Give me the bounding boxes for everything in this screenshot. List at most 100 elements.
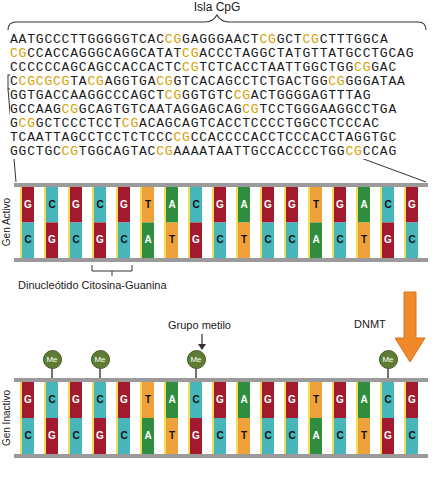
base-bar [262, 418, 274, 454]
bond-edge [356, 382, 358, 454]
base-bar [238, 418, 250, 454]
base-bar [118, 418, 130, 454]
bond-edge [92, 382, 94, 454]
cg-highlight: CG [165, 88, 182, 103]
cg-highlight: CG [19, 116, 36, 131]
base-letter: A [144, 430, 151, 442]
base-letter: C [72, 430, 79, 442]
backbone-rail [14, 454, 428, 458]
sequence-run: AAAATAATTGCCACCCCTGG [173, 144, 345, 159]
sequence-run: GCT [277, 32, 303, 47]
base-letter: C [216, 430, 223, 442]
base-bar [262, 223, 274, 259]
sequence-line: TCAATTAGCCTCCTCTCCCCGCCACCCCACCTCCCACCTA… [10, 131, 397, 145]
base-letter: G [336, 394, 344, 406]
base-bar [310, 223, 322, 259]
methyl-bond [51, 368, 53, 378]
base-letter: G [120, 199, 128, 211]
base-letter: G [48, 234, 56, 246]
base-bar [190, 223, 202, 259]
base-bar [214, 187, 226, 223]
base-letter: G [24, 394, 32, 406]
base-bar [46, 187, 58, 223]
base-letter: G [96, 234, 104, 246]
base-bar [358, 382, 370, 418]
bond-edge [308, 382, 310, 454]
bond-edge [116, 382, 118, 454]
cg-highlight: CG [259, 32, 276, 47]
zoom-box [8, 75, 174, 89]
base-bar [22, 187, 34, 223]
base-bar [70, 382, 82, 418]
base-letter: A [312, 430, 319, 442]
base-letter: G [288, 199, 296, 211]
base-letter: C [48, 394, 55, 406]
base-bar [46, 382, 58, 418]
methyl-text: Me [94, 355, 105, 364]
bond-edge [140, 187, 142, 258]
base-letter: C [336, 234, 343, 246]
backbone-rail [14, 258, 428, 262]
sequence-line: GCCAAGCGGCAGTGTCAATAGGAGCAGCGTCCTGGGAAGG… [10, 103, 397, 117]
sequence-line: CCGCGCGTACGAGGTGACGGTCACAGCCTCTGACTGGCGG… [10, 75, 406, 89]
base-bar [238, 382, 250, 418]
sequence-run: GGCTGC [10, 144, 62, 159]
cpg-bracket [8, 15, 426, 30]
base-bar [190, 418, 202, 454]
base-letter: G [216, 394, 224, 406]
sequence-run: TA [70, 74, 87, 89]
backbone-rail [14, 183, 428, 187]
bond-edge [380, 382, 382, 454]
base-bar [46, 223, 58, 259]
sequence-run: GCTCCCTCCT [36, 116, 122, 131]
base-bar [382, 223, 394, 259]
base-bar [286, 223, 298, 259]
base-letter: C [96, 394, 103, 406]
sequence-line: GGCTGCCGTGGCAGTACCGAAAATAATTGCCACCCCTGGC… [10, 145, 397, 159]
cg-highlight: CG [173, 130, 190, 145]
base-letter: C [48, 199, 55, 211]
sequence-run: C [10, 74, 19, 89]
sequence-run: GCCAAG [10, 102, 62, 117]
cg-highlight: CG [328, 74, 345, 89]
cg-highlight: CG [242, 102, 259, 117]
base-bar [142, 223, 154, 259]
base-bar [166, 418, 178, 454]
base-letter: G [264, 199, 272, 211]
methyl-circle: Me [379, 350, 398, 369]
bond-edge [164, 382, 166, 454]
base-bar [262, 187, 274, 223]
methyl-bond [99, 368, 101, 378]
base-bar [382, 418, 394, 454]
base-letter: G [120, 394, 128, 406]
base-letter: G [72, 394, 80, 406]
cg-highlight: CG [345, 144, 362, 159]
gene-state-label: Gen Activo [1, 198, 13, 246]
base-bar [94, 418, 106, 454]
dna-ladders [14, 183, 428, 458]
base-letter: C [336, 430, 343, 442]
base-bar [286, 418, 298, 454]
base-letter: G [72, 199, 80, 211]
sequence-run: CCAG [363, 144, 397, 159]
sequence-line: GGTGACCAAGGCCCAGCTCGGGTGTCCGACTGGGGAGTTT… [10, 89, 371, 103]
base-bar [22, 223, 34, 259]
base-letter: T [145, 199, 151, 211]
base-letter: T [313, 199, 319, 211]
base-bar [238, 187, 250, 223]
sequence-run: CCACCCCACCTCCCACCTAGGTGC [191, 130, 397, 145]
base-bar [262, 382, 274, 418]
base-bar [94, 187, 106, 223]
sequence-run: TGGCAGTAC [79, 144, 156, 159]
base-letter: C [192, 199, 199, 211]
base-bar [334, 418, 346, 454]
base-bar [190, 382, 202, 418]
bond-edge [140, 382, 142, 454]
methyl-circle: Me [91, 350, 110, 369]
base-letter: C [72, 234, 79, 246]
bond-edge [332, 187, 334, 258]
base-letter: C [288, 430, 295, 442]
base-bar [22, 382, 34, 418]
sequence-run: TCTCACCTAATTGGCTGG [199, 60, 354, 75]
base-bar [118, 223, 130, 259]
